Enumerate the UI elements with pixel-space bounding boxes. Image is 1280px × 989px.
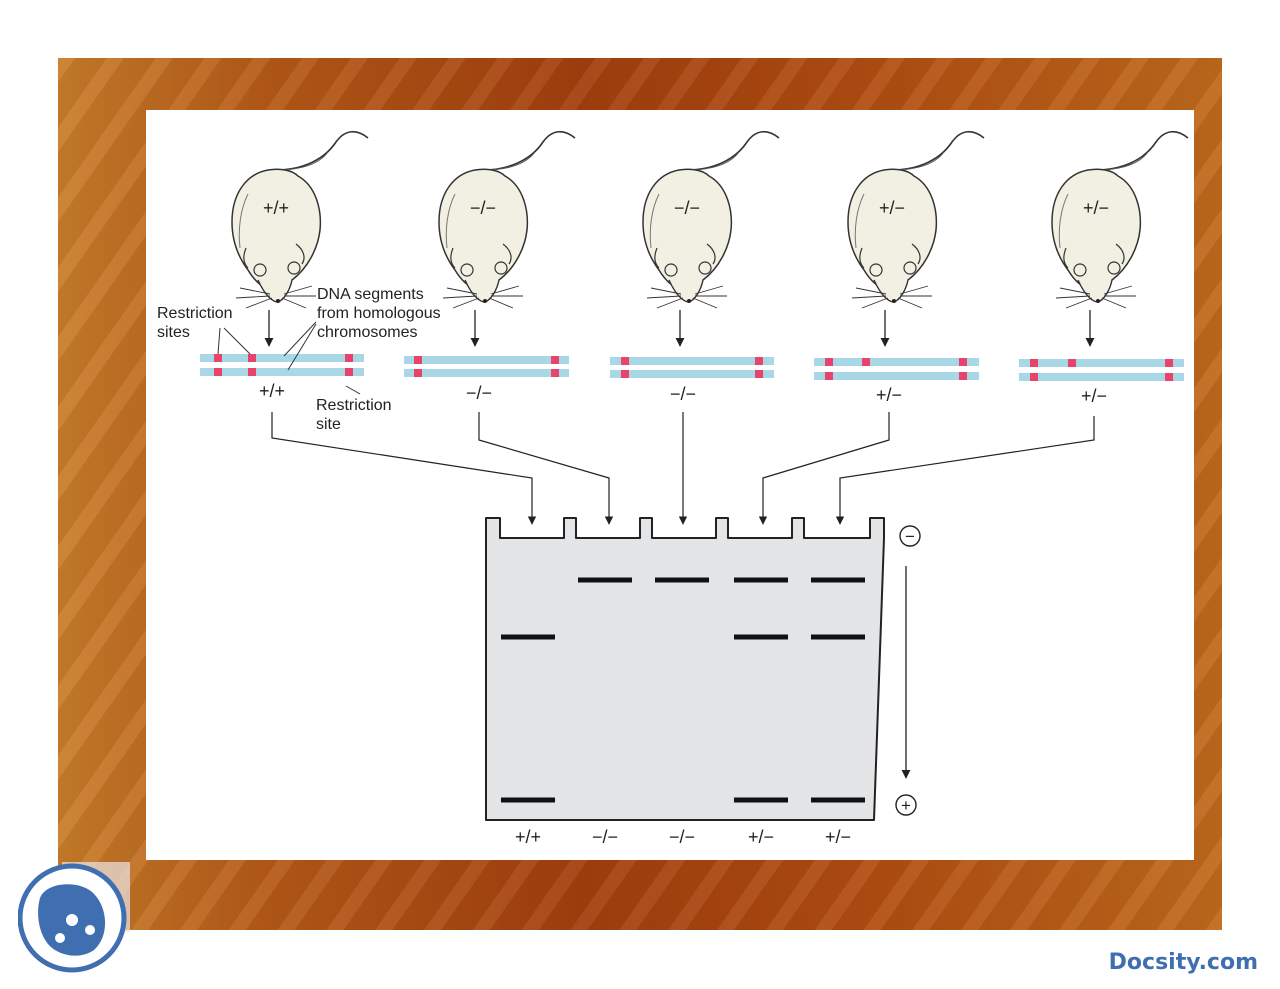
docsity-brand-text: Docsity.com (1108, 950, 1258, 975)
gel-lane-label-4: +/− (748, 827, 774, 847)
gel-band-lane4-low (734, 797, 788, 803)
mouse-genotype-label: +/− (879, 198, 905, 218)
positive-electrode: + (895, 794, 917, 816)
mouse-genotype-label: +/− (1083, 198, 1109, 218)
restriction-site-label-line2: site (316, 416, 341, 433)
gel-slab (485, 517, 885, 821)
mouse-5: +/− (1051, 130, 1189, 309)
gel-band-lane1-mid (501, 634, 555, 640)
gel-lane-label-3: −/− (669, 827, 695, 847)
gel-band-lane5-mid (811, 634, 865, 640)
dna-segment-1 (200, 354, 364, 376)
mouse-genotype-label: −/− (470, 198, 496, 218)
mouse-1: +/+ (231, 130, 369, 309)
leader-lines (217, 321, 361, 395)
dna-segments-label-line2: from homologous (317, 305, 441, 322)
negative-symbol: − (905, 527, 915, 546)
dna-segment-2 (404, 356, 569, 377)
route-arrow-2 (478, 412, 614, 525)
dna-genotype-label-2: −/− (466, 383, 492, 403)
dna-segment-4 (814, 358, 979, 380)
mouse-3: −/− (642, 130, 780, 309)
routing-lines (271, 412, 1095, 525)
dna-segments-label-line3: chromosomes (317, 324, 417, 341)
dna-genotype-label-3: −/− (670, 384, 696, 404)
restriction-sites-label-line1: Restriction (157, 305, 233, 322)
gel-lane-label-5: +/− (825, 827, 851, 847)
dna-segments-label-line1: DNA segments (317, 286, 424, 303)
mouse-2: −/− (438, 130, 576, 309)
gel-lane-label-1: +/+ (515, 827, 541, 847)
route-arrow-5 (835, 416, 1095, 525)
gel-bands (501, 577, 865, 803)
dna-genotype-label-4: +/− (876, 385, 902, 405)
mouse-4: +/− (847, 130, 985, 309)
dna-segment-5 (1019, 359, 1184, 381)
gel-band-lane5-low (811, 797, 865, 803)
dna-genotype-label-5: +/− (1081, 386, 1107, 406)
positive-symbol: + (901, 796, 911, 815)
gel-band-lane4-mid (734, 634, 788, 640)
dna-segment-3 (610, 357, 774, 378)
knockout-genotyping-diagram: +/+ −/− −/− +/− +/− (157, 130, 1189, 847)
gel (485, 517, 885, 821)
gel-band-lane5-high (811, 577, 865, 583)
gel-band-lane1-low (501, 797, 555, 803)
restriction-sites-label-line2: sites (157, 324, 190, 341)
mouse-genotype-label: +/+ (263, 198, 289, 218)
route-arrow-1 (271, 412, 537, 525)
gel-band-lane4-high (734, 577, 788, 583)
docsity-logo-icon (18, 862, 130, 973)
dna-genotype-label-1: +/+ (259, 381, 285, 401)
route-arrow-4 (758, 412, 890, 525)
gel-band-lane2-high (578, 577, 632, 583)
mouse-to-dna-arrows (264, 310, 1095, 347)
restriction-site-label-line1: Restriction (316, 397, 392, 414)
figure-panel: +/+ −/− −/− +/− +/− (146, 110, 1194, 860)
mouse-genotype-label: −/− (674, 198, 700, 218)
negative-electrode: − (899, 525, 921, 547)
gel-lane-label-2: −/− (592, 827, 618, 847)
gel-band-lane3-high (655, 577, 709, 583)
